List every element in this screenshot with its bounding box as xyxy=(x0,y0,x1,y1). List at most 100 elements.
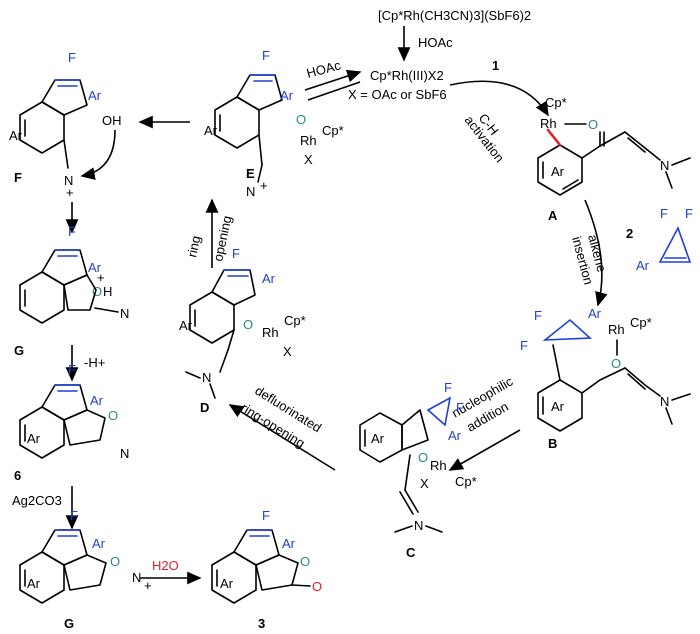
svg-text:F: F xyxy=(520,338,528,353)
svg-text:O: O xyxy=(300,554,310,569)
svg-text:Ar: Ar xyxy=(179,318,193,333)
svg-text:H: H xyxy=(103,284,112,299)
svg-text:Rh: Rh xyxy=(430,458,447,473)
label-E: E xyxy=(246,166,255,181)
svg-text:O: O xyxy=(108,408,118,423)
label-G-second: G xyxy=(64,616,74,631)
hoac-left: HOAc xyxy=(305,57,343,81)
svg-text:X: X xyxy=(304,152,313,167)
svg-text:Rh: Rh xyxy=(608,322,625,337)
svg-text:Cp*: Cp* xyxy=(284,313,306,328)
svg-text:F: F xyxy=(534,308,542,323)
label-G-first: G xyxy=(14,343,24,358)
reagent-2: 2 xyxy=(626,226,633,241)
svg-text:F: F xyxy=(68,362,76,377)
compound-C: Ar F F Ar O Rh Cp* X N xyxy=(359,380,477,533)
ag2co3: Ag2CO3 xyxy=(12,493,62,508)
svg-text:Ar: Ar xyxy=(551,164,565,179)
compound-G-iminium: Ar F Ar O N + xyxy=(19,508,152,604)
svg-text:N: N xyxy=(660,158,669,173)
svg-text:Ar: Ar xyxy=(204,123,218,138)
svg-text:Cp*: Cp* xyxy=(545,95,567,110)
svg-text:Ar: Ar xyxy=(371,431,385,446)
compound-6: Ar F Ar O N xyxy=(19,362,129,461)
label-3: 3 xyxy=(258,616,265,631)
svg-text:Ar: Ar xyxy=(27,431,41,446)
h2o: H2O xyxy=(152,558,179,573)
hoac-top: HOAc xyxy=(418,35,453,50)
svg-text:+: + xyxy=(97,270,105,285)
label-A: A xyxy=(548,208,558,223)
svg-text:F: F xyxy=(68,224,76,239)
nucleophilic-arrow xyxy=(448,429,521,471)
svg-text:F: F xyxy=(232,246,240,261)
svg-text:F: F xyxy=(456,400,464,415)
minus-h: -H+ xyxy=(84,355,105,370)
x-definition: X = OAc or SbF6 xyxy=(348,87,447,102)
svg-text:Ar: Ar xyxy=(27,576,41,591)
svg-text:N: N xyxy=(120,306,129,321)
svg-text:N: N xyxy=(660,394,669,409)
svg-text:N: N xyxy=(414,518,423,533)
label-C: C xyxy=(406,545,416,560)
catalyst: Cp*Rh(III)X2 xyxy=(370,68,444,83)
hoac-arrow-back xyxy=(307,81,361,101)
insertion-arrow xyxy=(584,199,608,307)
defluorinated-arrow xyxy=(228,404,336,471)
svg-text:F: F xyxy=(70,508,78,523)
compound-F: Ar F Ar OH N + xyxy=(9,50,122,200)
svg-text:O: O xyxy=(588,117,598,132)
reagent-1-arrow xyxy=(449,80,549,117)
svg-text:Ar: Ar xyxy=(88,260,102,275)
svg-text:O: O xyxy=(296,112,306,127)
svg-text:F: F xyxy=(262,508,270,523)
svg-text:Ar: Ar xyxy=(282,536,296,551)
svg-text:Cp*: Cp* xyxy=(322,123,344,138)
svg-text:O: O xyxy=(92,284,102,299)
label-F: F xyxy=(14,170,22,185)
svg-text:Ar: Ar xyxy=(90,393,104,408)
svg-text:Ar: Ar xyxy=(588,306,602,321)
svg-text:O: O xyxy=(312,579,322,594)
compound-3: Ar F Ar O O xyxy=(211,508,322,604)
svg-text:Rh: Rh xyxy=(300,133,317,148)
hoac-arrow-fwd xyxy=(304,69,362,91)
svg-text:Ar: Ar xyxy=(280,88,294,103)
svg-text:N: N xyxy=(132,570,141,585)
svg-text:F: F xyxy=(262,48,270,63)
svg-text:X: X xyxy=(420,476,429,491)
svg-text:O: O xyxy=(418,450,428,465)
svg-text:O: O xyxy=(243,317,253,332)
compound-D: Ar F Ar O Rh Cp* X N xyxy=(179,246,306,399)
svg-text:+: + xyxy=(66,185,74,200)
svg-text:+: + xyxy=(144,578,152,593)
svg-text:O: O xyxy=(611,356,621,371)
compound-B: Ar F F Ar Rh Cp* O N xyxy=(520,306,691,432)
svg-text:Rh: Rh xyxy=(540,116,557,131)
svg-text:O: O xyxy=(110,554,120,569)
ring-opening-2: opening xyxy=(210,214,234,262)
svg-text:N: N xyxy=(202,370,211,385)
svg-text:N: N xyxy=(120,446,129,461)
compound-G-hydroxy: F Ar O H + N xyxy=(19,224,129,324)
label-6: 6 xyxy=(14,468,21,483)
svg-text:Ar: Ar xyxy=(88,88,102,103)
svg-text:Rh: Rh xyxy=(262,325,279,340)
svg-text:N: N xyxy=(64,173,73,188)
svg-text:Cp*: Cp* xyxy=(630,315,652,330)
svg-text:Ar: Ar xyxy=(220,576,234,591)
svg-text:Ar: Ar xyxy=(92,536,106,551)
compound-A: Ar Rh Cp* O N xyxy=(537,95,691,196)
compound-E: Ar F Ar O Rh Cp* X N + xyxy=(204,48,344,199)
ring-opening-1: ring xyxy=(184,234,203,258)
svg-text:OH: OH xyxy=(102,113,122,128)
reagent-2-structure: F F Ar xyxy=(636,206,693,273)
svg-text:Ar: Ar xyxy=(262,271,276,286)
svg-text:X: X xyxy=(283,344,292,359)
label-D: D xyxy=(200,400,209,415)
catalyst-precursor: [Cp*Rh(CH3CN)3](SbF6)2 xyxy=(378,8,531,23)
svg-text:Ar: Ar xyxy=(448,428,462,443)
svg-text:F: F xyxy=(685,206,693,221)
